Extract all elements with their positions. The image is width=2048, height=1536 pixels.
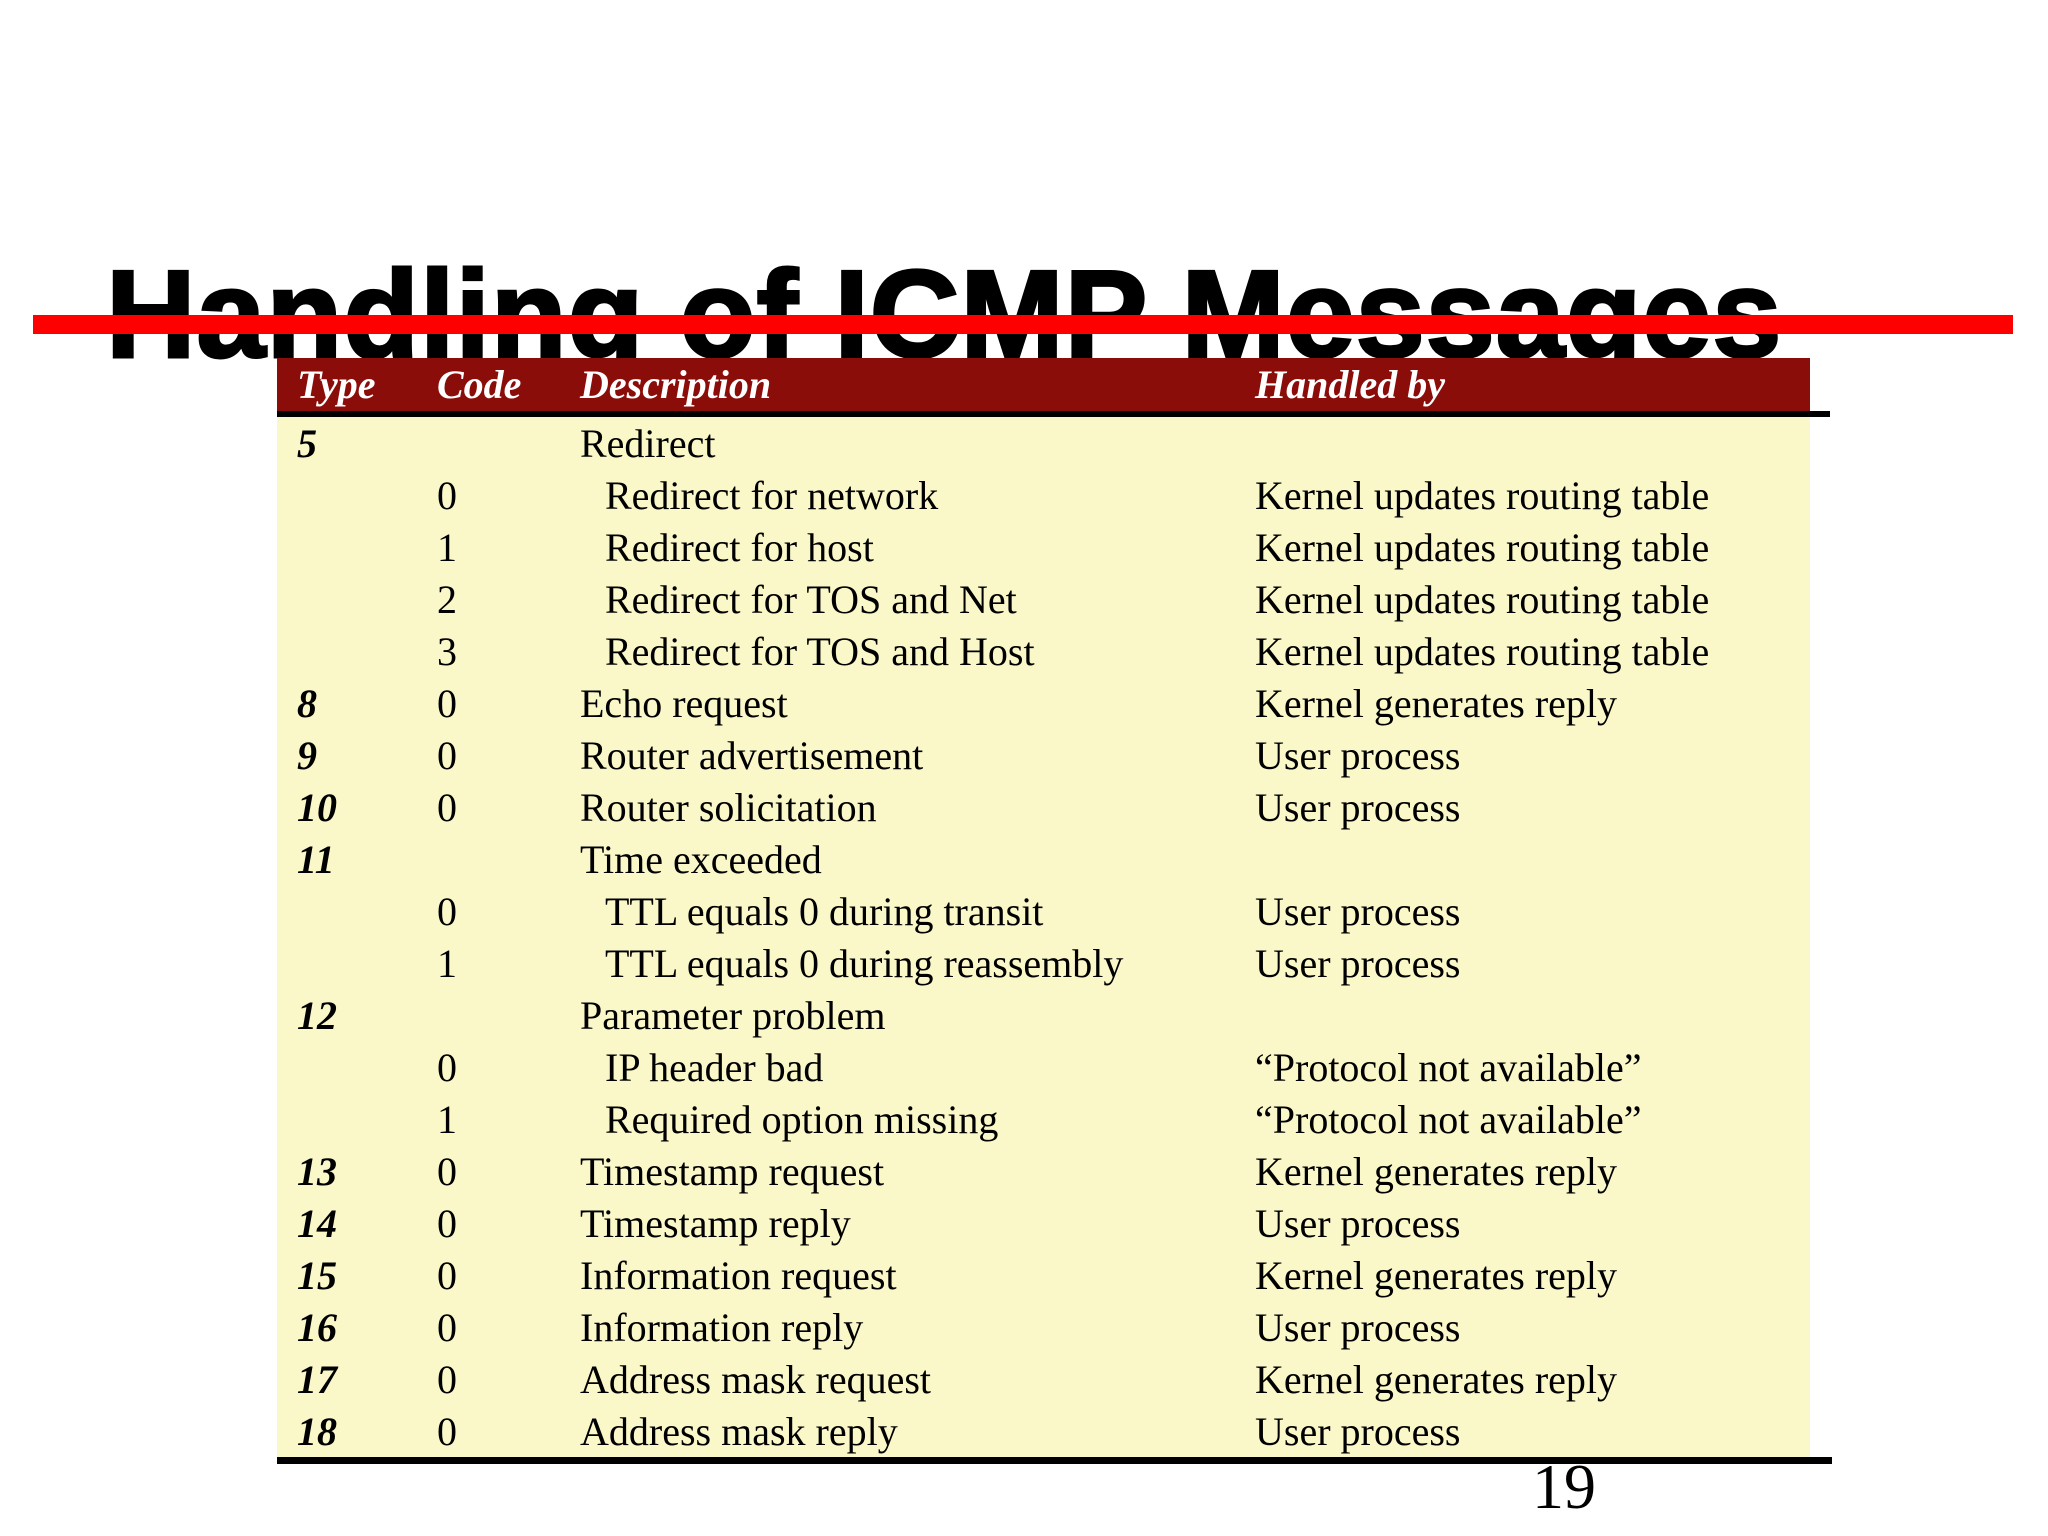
cell-description: Redirect for host (605, 524, 874, 570)
cell-code: 0 (437, 1408, 457, 1454)
cell-description: Parameter problem (580, 992, 886, 1038)
column-header-type: Type (297, 362, 376, 407)
table-row: 17 0 Address mask request Kernel generat… (277, 1353, 1810, 1405)
cell-description: Router advertisement (580, 732, 924, 778)
cell-type: 8 (297, 680, 317, 726)
cell-code: 0 (437, 888, 457, 934)
cell-code: 0 (437, 1044, 457, 1090)
cell-handled-by: User process (1255, 732, 1461, 778)
cell-handled-by: Kernel generates reply (1255, 1252, 1618, 1298)
table-bottom-border (277, 1457, 1832, 1464)
cell-code: 2 (437, 576, 457, 622)
column-header-code: Code (437, 362, 522, 407)
table-row: 0 TTL equals 0 during transit User proce… (277, 885, 1810, 937)
cell-type: 9 (297, 732, 317, 778)
cell-code: 0 (437, 732, 457, 778)
cell-description: TTL equals 0 during reassembly (605, 940, 1124, 986)
cell-handled-by: User process (1255, 1200, 1461, 1246)
column-header-description: Description (580, 362, 772, 407)
table-row: 9 0 Router advertisement User process (277, 729, 1810, 781)
cell-description: Address mask request (580, 1356, 932, 1402)
table-header-row: Type Code Description Handled by (277, 358, 1810, 411)
cell-description: Timestamp request (580, 1148, 885, 1194)
cell-handled-by: Kernel generates reply (1255, 680, 1618, 726)
cell-description: Address mask reply (580, 1408, 898, 1454)
cell-handled-by: User process (1255, 784, 1461, 830)
cell-description: IP header bad (605, 1044, 824, 1090)
cell-handled-by: Kernel generates reply (1255, 1356, 1618, 1402)
cell-description: Echo request (580, 680, 788, 726)
cell-type: 17 (297, 1356, 337, 1402)
cell-type: 15 (297, 1252, 337, 1298)
cell-code: 0 (437, 1148, 457, 1194)
table-row: 10 0 Router solicitation User process (277, 781, 1810, 833)
cell-handled-by: User process (1255, 1408, 1461, 1454)
cell-handled-by: “Protocol not available” (1255, 1044, 1642, 1090)
cell-code: 1 (437, 1096, 457, 1142)
table-row: 0 IP header bad “Protocol not available” (277, 1041, 1810, 1093)
cell-type: 12 (297, 992, 337, 1038)
cell-handled-by: User process (1255, 888, 1461, 934)
cell-code: 0 (437, 1200, 457, 1246)
table-row: 0 Redirect for network Kernel updates ro… (277, 469, 1810, 521)
table-row: 16 0 Information reply User process (277, 1301, 1810, 1353)
cell-handled-by: User process (1255, 940, 1461, 986)
cell-type: 16 (297, 1304, 337, 1350)
cell-description: Time exceeded (580, 836, 822, 882)
table-row: 12 Parameter problem (277, 989, 1810, 1041)
table-row: 1 TTL equals 0 during reassembly User pr… (277, 937, 1810, 989)
cell-code: 0 (437, 1304, 457, 1350)
page-number: 19 (1532, 1451, 1596, 1522)
table-row: 1 Required option missing “Protocol not … (277, 1093, 1810, 1145)
cell-type: 10 (297, 784, 337, 830)
cell-type: 18 (297, 1408, 337, 1454)
cell-description: Redirect for TOS and Host (605, 628, 1035, 674)
cell-handled-by: Kernel updates routing table (1255, 576, 1710, 622)
cell-handled-by: Kernel updates routing table (1255, 628, 1710, 674)
cell-code: 0 (437, 784, 457, 830)
cell-code: 3 (437, 628, 457, 674)
table-row: 8 0 Echo request Kernel generates reply (277, 677, 1810, 729)
table-row: 5 Redirect (277, 417, 1810, 469)
cell-description: Required option missing (605, 1096, 999, 1142)
cell-code: 0 (437, 472, 457, 518)
cell-type: 11 (297, 836, 335, 882)
header-underline (277, 411, 1830, 417)
cell-description: Timestamp reply (580, 1200, 851, 1246)
table-body: 5 Redirect 0 Redirect for network Kernel… (277, 417, 1832, 1464)
cell-code: 1 (437, 940, 457, 986)
cell-handled-by: Kernel generates reply (1255, 1148, 1618, 1194)
icmp-handling-table: Type Code Description Handled by 5 Redir… (277, 358, 1832, 1464)
cell-code: 1 (437, 524, 457, 570)
cell-description: Information reply (580, 1304, 864, 1350)
column-header-handled-by: Handled by (1255, 362, 1445, 407)
cell-description: Redirect (580, 420, 716, 466)
table-row: 3 Redirect for TOS and Host Kernel updat… (277, 625, 1810, 677)
cell-description: Redirect for TOS and Net (605, 576, 1017, 622)
cell-code: 0 (437, 680, 457, 726)
cell-handled-by: User process (1255, 1304, 1461, 1350)
cell-type: 14 (297, 1200, 337, 1246)
cell-type: 5 (297, 420, 317, 466)
table-row: 13 0 Timestamp request Kernel generates … (277, 1145, 1810, 1197)
cell-handled-by: Kernel updates routing table (1255, 472, 1710, 518)
table-row: 14 0 Timestamp reply User process (277, 1197, 1810, 1249)
cell-description: Information request (580, 1252, 897, 1298)
cell-type: 13 (297, 1148, 337, 1194)
cell-description: Redirect for network (605, 472, 939, 518)
cell-code: 0 (437, 1252, 457, 1298)
cell-description: TTL equals 0 during transit (605, 888, 1044, 934)
table-row: 2 Redirect for TOS and Net Kernel update… (277, 573, 1810, 625)
table-row: 1 Redirect for host Kernel updates routi… (277, 521, 1810, 573)
table-row: 11 Time exceeded (277, 833, 1810, 885)
cell-handled-by: “Protocol not available” (1255, 1096, 1642, 1142)
table-row: 18 0 Address mask reply User process (277, 1405, 1810, 1457)
table-row: 15 0 Information request Kernel generate… (277, 1249, 1810, 1301)
cell-description: Router solicitation (580, 784, 877, 830)
title-accent-rule (33, 315, 2013, 334)
cell-code: 0 (437, 1356, 457, 1402)
cell-handled-by: Kernel updates routing table (1255, 524, 1710, 570)
